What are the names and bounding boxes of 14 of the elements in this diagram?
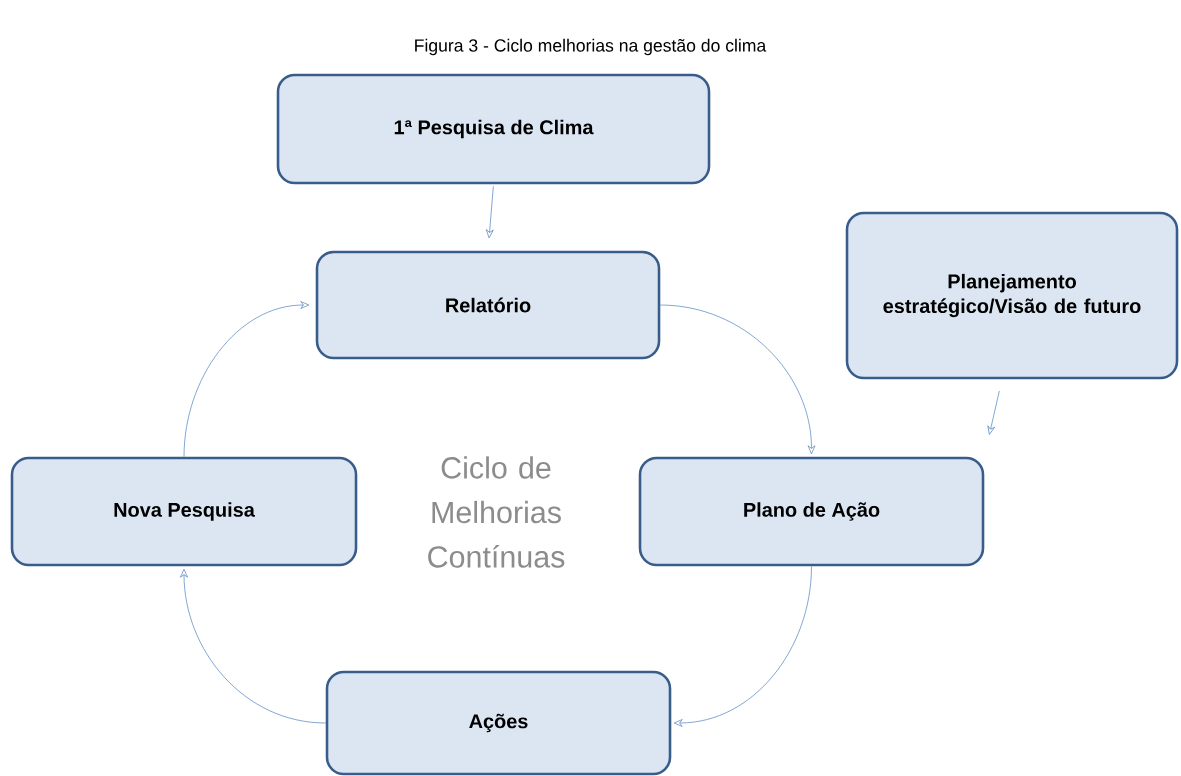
process-box: Nova Pesquisa: [10, 456, 358, 567]
title: Figura 3 - Ciclo melhorias na gestão do clima: [415, 38, 767, 56]
arrow: [659, 304, 816, 455]
arrow: [987, 390, 1000, 435]
arrow: [485, 185, 494, 239]
center-label: Ciclo de Melhorias Contínuas: [428, 456, 565, 568]
arrow: [180, 568, 327, 724]
arrow: [183, 301, 310, 458]
process-box: Planejamento estratégico/Visão de futuro: [845, 211, 1179, 380]
arrow: [673, 565, 812, 727]
process-box: Ações: [325, 670, 672, 776]
process-box: Plano de Ação: [638, 456, 985, 567]
process-box: 1ª Pesquisa de Clima: [276, 73, 711, 185]
process-box: Relatório: [315, 250, 661, 360]
